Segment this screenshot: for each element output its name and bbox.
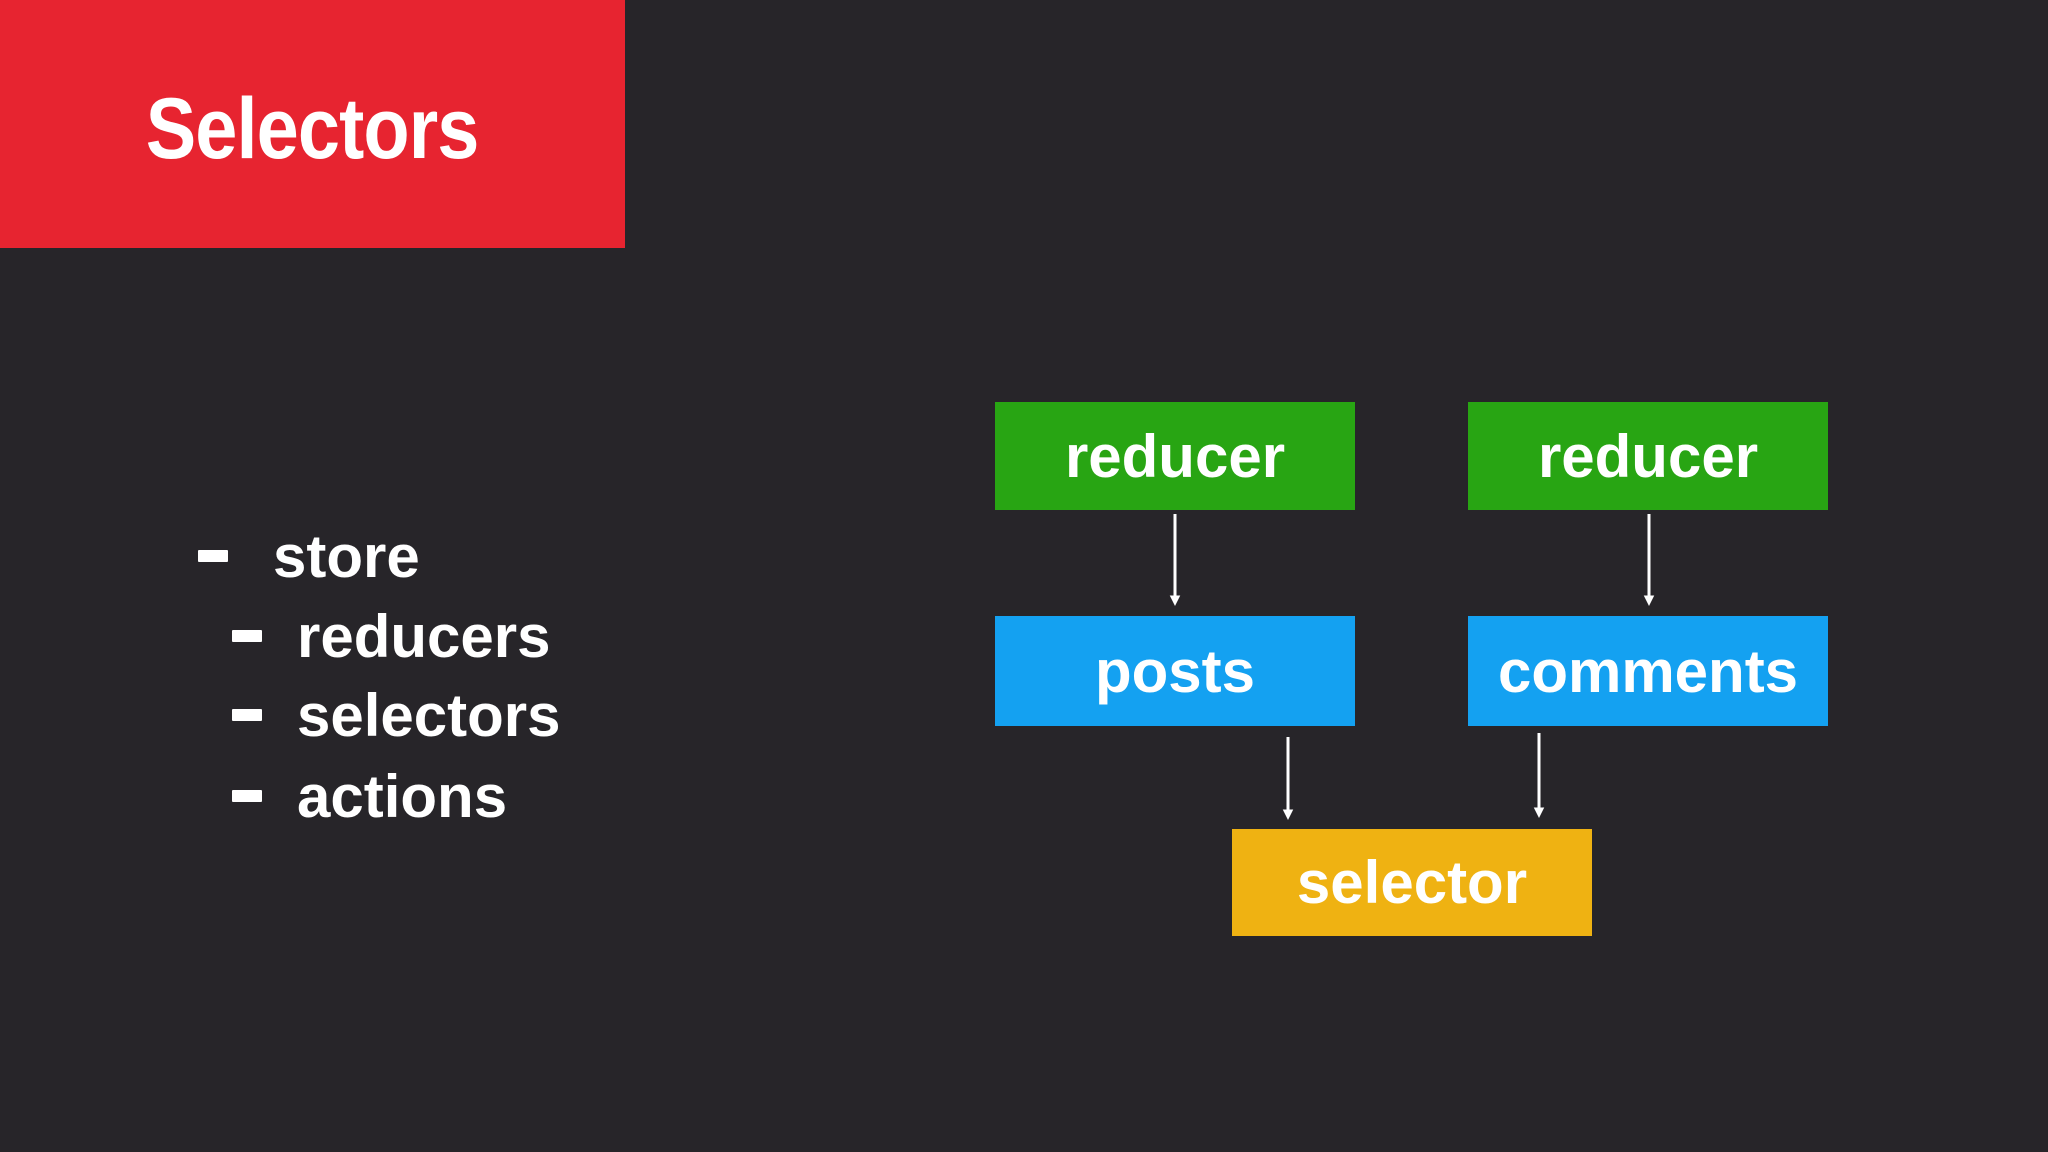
outline-item-selectors: selectors (232, 679, 561, 751)
outline-item-label: reducers (297, 602, 551, 670)
node-label: reducer (1064, 422, 1286, 490)
dash-bullet-icon (198, 550, 228, 562)
diagram-node-reducer-right: reducer (1468, 402, 1828, 510)
slide-title: Selectors (146, 80, 480, 177)
dash-bullet-icon (232, 709, 262, 721)
node-label: selector (1296, 849, 1528, 916)
node-label: reducer (1537, 422, 1759, 490)
node-label: comments (1497, 637, 1799, 705)
title-banner: Selectors (0, 0, 625, 248)
dash-bullet-icon (232, 790, 262, 802)
outline-item-actions: actions (232, 760, 507, 832)
outline-item-label: store (273, 522, 420, 590)
outline-item-reducers: reducers (232, 600, 550, 672)
diagram-node-posts: posts (995, 616, 1355, 726)
node-label: posts (1094, 637, 1256, 705)
dash-bullet-icon (232, 630, 262, 642)
outline-item-label: selectors (297, 681, 561, 749)
outline-item-store: store (198, 520, 420, 592)
diagram-node-selector: selector (1232, 829, 1592, 936)
diagram-node-comments: comments (1468, 616, 1828, 726)
outline-item-label: actions (297, 762, 508, 830)
diagram-node-reducer-left: reducer (995, 402, 1355, 510)
